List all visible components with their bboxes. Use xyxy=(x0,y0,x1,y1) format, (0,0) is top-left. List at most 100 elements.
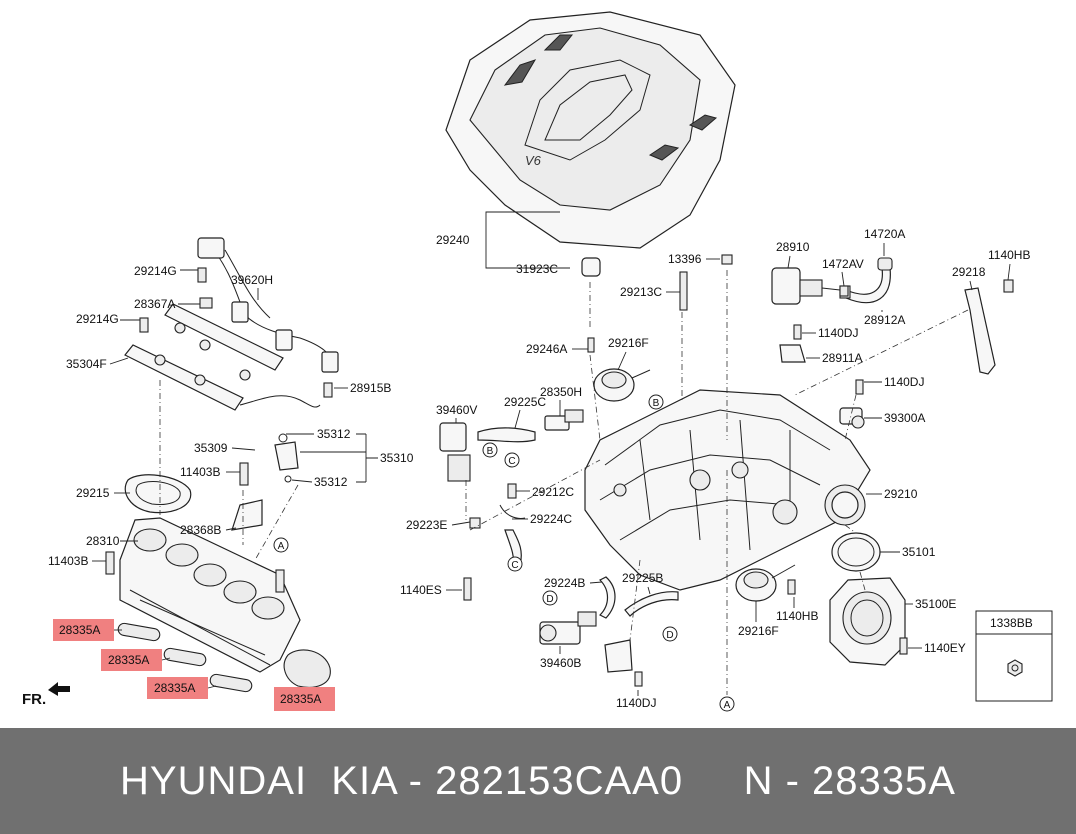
svg-text:28335A: 28335A xyxy=(154,681,195,695)
label-28911A: 28911A xyxy=(822,351,862,365)
label-29215: 29215 xyxy=(76,486,110,500)
upper-intake-29210 xyxy=(584,389,871,591)
label-29223E: 29223E xyxy=(406,518,447,532)
callout-box-1338BB: 1338BB xyxy=(975,610,1053,702)
highlight-28335A-2: 28335A xyxy=(101,649,162,671)
ref-B-2: B xyxy=(487,446,494,457)
label-1140DJ-a: 1140DJ xyxy=(818,326,858,340)
label-29240: 29240 xyxy=(436,233,470,247)
label-29210: 29210 xyxy=(884,487,918,501)
actuator-29216F-bottom xyxy=(735,564,796,602)
label-29218: 29218 xyxy=(952,265,986,279)
label-35304F: 35304F xyxy=(66,357,107,371)
gaskets-28335A xyxy=(117,622,331,693)
label-28368B: 28368B xyxy=(180,523,221,537)
throttle-body-35100E xyxy=(829,577,906,666)
label-29216F-a: 29216F xyxy=(608,336,649,350)
gasket-29215 xyxy=(124,474,192,514)
ref-A-right: A xyxy=(724,700,731,711)
label-1472AV: 1472AV xyxy=(822,257,864,271)
label-39460V: 39460V xyxy=(436,403,477,417)
part-number-caption: HYUNDAI KIA - 282153CAA0 N - 28335A xyxy=(120,758,956,803)
gasket-35101 xyxy=(831,532,881,572)
sensor-39300A xyxy=(839,407,865,429)
parts-diagram: V6 29240 31923C xyxy=(22,11,1053,712)
ref-B-1: B xyxy=(653,398,660,409)
label-11403B-a: 11403B xyxy=(180,465,220,479)
fuel-rail-35304F xyxy=(124,303,284,411)
label-39460B: 39460B xyxy=(540,656,581,670)
bracket-39460B xyxy=(604,639,633,673)
valve-39460V xyxy=(439,422,471,482)
label-28350H: 28350H xyxy=(540,385,582,399)
ref-D-1: D xyxy=(546,594,553,605)
label-29224C: 29224C xyxy=(530,512,572,526)
intake-manifold-28310 xyxy=(119,517,301,673)
label-29225B: 29225B xyxy=(622,571,663,585)
fitting-28350H xyxy=(544,409,584,431)
highlight-28335A-3: 28335A xyxy=(147,677,208,699)
label-1338BB: 1338BB xyxy=(990,616,1033,630)
v6-emblem: V6 xyxy=(525,153,542,168)
svg-text:28335A: 28335A xyxy=(280,692,321,706)
footer-bar: HYUNDAI KIA - 282153CAA0 N - 28335A xyxy=(0,728,1076,834)
ref-D-2: D xyxy=(666,630,673,641)
hose-29225B xyxy=(624,591,679,617)
label-39620H: 39620H xyxy=(231,273,273,287)
label-28367A: 28367A xyxy=(134,297,175,311)
label-35309: 35309 xyxy=(194,441,228,455)
bracket-28368B xyxy=(231,499,263,531)
label-1140ES: 1140ES xyxy=(400,583,442,597)
wiring-harness-39620H xyxy=(197,237,339,373)
label-28912A: 28912A xyxy=(864,313,905,327)
svg-text:28335A: 28335A xyxy=(59,623,100,637)
bolts-center xyxy=(463,254,1014,687)
label-14720A: 14720A xyxy=(864,227,905,241)
label-29212C: 29212C xyxy=(532,485,574,499)
label-29213C: 29213C xyxy=(620,285,662,299)
label-1140HB-a: 1140HB xyxy=(988,248,1030,262)
label-1140EY: 1140EY xyxy=(924,641,966,655)
label-29224B: 29224B xyxy=(544,576,585,590)
label-35312-a: 35312 xyxy=(317,427,351,441)
label-29216F-b: 29216F xyxy=(738,624,779,638)
label-1140HB-b: 1140HB xyxy=(776,609,818,623)
bracket-29218 xyxy=(964,287,996,375)
ref-C-2: C xyxy=(511,560,518,571)
label-35310: 35310 xyxy=(380,451,414,465)
hose-29224B xyxy=(598,576,616,619)
cap-31923C xyxy=(581,257,601,277)
actuator-29216F-top xyxy=(593,368,651,402)
svg-text:28335A: 28335A xyxy=(108,653,149,667)
label-11403B-b: 11403B xyxy=(48,554,88,568)
highlight-28335A-4: 28335A xyxy=(274,687,335,711)
ref-A-left: A xyxy=(278,541,285,552)
front-arrow-icon xyxy=(48,682,70,696)
label-35101: 35101 xyxy=(902,545,936,559)
highlight-28335A-1: 28335A xyxy=(53,619,114,641)
label-29214G-a: 29214G xyxy=(134,264,177,278)
front-indicator: FR. xyxy=(22,691,46,708)
label-28910: 28910 xyxy=(776,240,810,254)
label-29246A: 29246A xyxy=(526,342,567,356)
hose-29224C xyxy=(499,504,526,566)
label-28915B: 28915B xyxy=(350,381,391,395)
hose-29225C xyxy=(477,427,536,443)
engine-cover-29240: V6 xyxy=(445,11,736,249)
label-31923C: 31923C xyxy=(516,262,558,276)
label-13396: 13396 xyxy=(668,252,702,266)
nut-icon xyxy=(1007,659,1023,677)
label-35100E: 35100E xyxy=(915,597,956,611)
bracket-28911A xyxy=(779,344,806,363)
label-29214G-b: 29214G xyxy=(76,312,119,326)
solenoid-28910 xyxy=(771,267,841,305)
label-1140DJ-b: 1140DJ xyxy=(884,375,924,389)
label-35312-b: 35312 xyxy=(314,475,348,489)
valve-39460B xyxy=(539,611,597,645)
label-28310: 28310 xyxy=(86,534,120,548)
label-29225C: 29225C xyxy=(504,395,546,409)
label-39300A: 39300A xyxy=(884,411,925,425)
injector-35310 xyxy=(274,433,299,483)
ref-C-1: C xyxy=(508,456,515,467)
label-1140DJ-c: 1140DJ xyxy=(616,696,656,710)
